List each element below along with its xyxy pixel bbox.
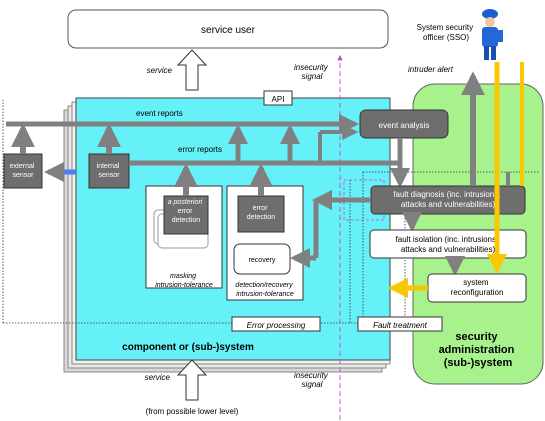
error-detection-box bbox=[237, 195, 285, 233]
fault-treatment-tag bbox=[357, 316, 443, 332]
fault-isolation-label: fault isolation (inc. intrusions, attack… bbox=[396, 235, 501, 254]
detection-recovery-line1: detection/recovery bbox=[235, 282, 293, 289]
api-box bbox=[263, 90, 293, 106]
masking-label: masking intrusion-tolerance bbox=[155, 273, 213, 289]
internal-sensor-box bbox=[88, 153, 130, 189]
security-admin-line1: security bbox=[455, 331, 498, 343]
masking-line2: intrusion-tolerance bbox=[155, 282, 213, 289]
service-arrow-bottom bbox=[176, 359, 208, 401]
external-sensor-label: external sensor bbox=[10, 163, 37, 179]
insecurity-signal-bottom-label: insecurity signal bbox=[294, 371, 330, 389]
service-label-bottom: service bbox=[145, 373, 171, 382]
event-analysis-box bbox=[359, 109, 449, 139]
error-detection-label: error detection bbox=[247, 205, 276, 221]
system-reconfiguration-label: system reconfiguration bbox=[451, 278, 504, 297]
component-label: component or (sub-)system bbox=[122, 342, 254, 353]
error-processing-label: Error processing bbox=[247, 321, 306, 330]
insecurity-signal-top-line2: signal bbox=[302, 72, 323, 81]
event-analysis-label: event analysis bbox=[379, 121, 430, 130]
sso-label: System security officer (SSO) bbox=[417, 23, 476, 42]
a-posteriori-box bbox=[163, 195, 209, 235]
lower-level-label: (from possible lower level) bbox=[146, 407, 239, 416]
security-admin-line2: administration bbox=[439, 344, 515, 356]
a-posteriori-line3: detection bbox=[172, 217, 201, 224]
fault-isolation-line1: fault isolation (inc. intrusions, bbox=[396, 235, 499, 244]
security-admin-label: security administration (sub-)system bbox=[439, 331, 518, 369]
external-sensor-box bbox=[3, 153, 43, 189]
a-posteriori-line2: error bbox=[178, 208, 193, 215]
error-reports-label: error reports bbox=[178, 145, 222, 154]
fault-diagnosis-line1: fault diagnosis (inc. intrusions, bbox=[393, 190, 500, 199]
system-reconfiguration-line2: reconfiguration bbox=[451, 288, 504, 297]
insecurity-signal-bottom-line1: insecurity bbox=[294, 371, 329, 380]
intruder-alert-label: intruder alert bbox=[408, 65, 454, 74]
api-label: API bbox=[272, 95, 285, 104]
error-processing-tag bbox=[231, 316, 321, 332]
fault-treatment-label: Fault treatment bbox=[373, 321, 428, 330]
internal-sensor-line2: sensor bbox=[98, 172, 120, 179]
event-reports-label: event reports bbox=[136, 109, 183, 118]
a-posteriori-line1: a posteriori bbox=[168, 199, 203, 206]
internal-sensor-label: internal sensor bbox=[97, 163, 122, 179]
insecurity-signal-top-line1: insecurity bbox=[294, 63, 329, 72]
detection-recovery-label: detection/recovery intrusion-tolerance bbox=[235, 282, 294, 298]
internal-sensor-line1: internal bbox=[97, 163, 120, 170]
external-sensor-line1: external bbox=[10, 163, 35, 170]
system-reconfiguration-line1: system bbox=[463, 278, 489, 287]
fault-diagnosis-line2: attacks and vulnerabilities) bbox=[401, 200, 496, 209]
fault-isolation-line2: attacks and vulnerabilities) bbox=[401, 245, 496, 254]
fault-diagnosis-box bbox=[370, 185, 526, 215]
recovery-label: recovery bbox=[249, 257, 276, 264]
insecurity-signal-top-label: insecurity signal bbox=[294, 63, 330, 81]
insecurity-signal-bottom-line2: signal bbox=[302, 380, 323, 389]
security-admin-line3: (sub-)system bbox=[444, 357, 513, 369]
service-label-top: service bbox=[147, 66, 173, 75]
sso-line1: System security bbox=[417, 23, 473, 32]
a-posteriori-label: a posteriori error detection bbox=[168, 199, 205, 224]
service-arrow-top bbox=[176, 49, 208, 91]
fault-diagnosis-label: fault diagnosis (inc. intrusions, attack… bbox=[393, 190, 502, 209]
service-user-box bbox=[67, 9, 389, 49]
error-detection-line2: detection bbox=[247, 214, 276, 221]
detection-recovery-line2: intrusion-tolerance bbox=[236, 291, 294, 298]
service-user-label: service user bbox=[201, 25, 256, 36]
sso-figure-icon bbox=[482, 9, 503, 60]
external-sensor-line2: sensor bbox=[12, 172, 34, 179]
error-detection-line1: error bbox=[253, 205, 268, 212]
masking-line1: masking bbox=[170, 273, 196, 280]
sso-line2: officer (SSO) bbox=[423, 33, 469, 42]
